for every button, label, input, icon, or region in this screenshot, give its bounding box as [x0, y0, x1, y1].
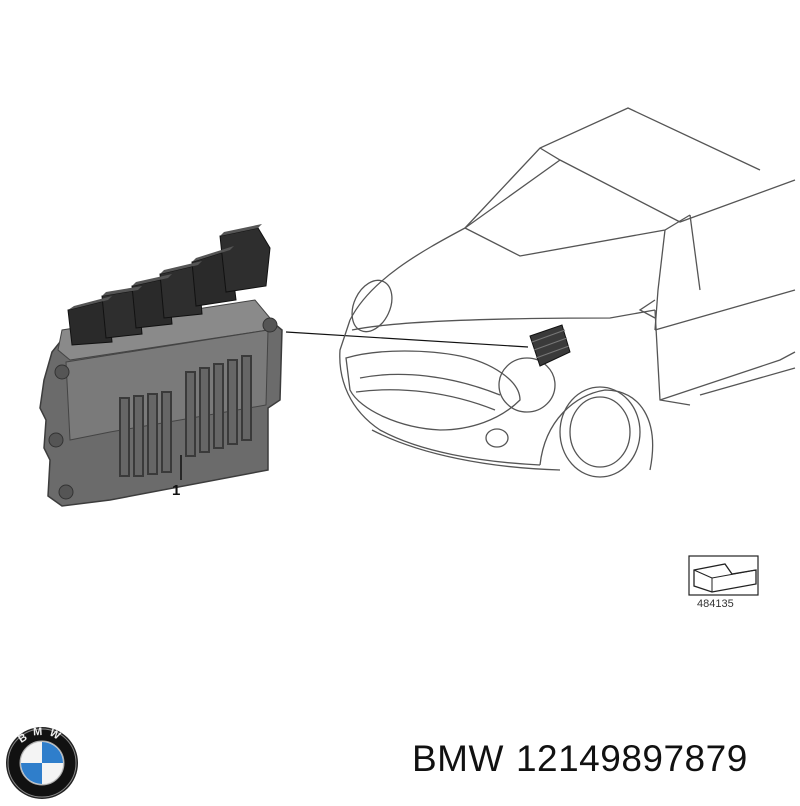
- leader-line: [285, 331, 529, 348]
- part-number-label: BMW 12149897879: [412, 738, 748, 780]
- ecu-control-unit[interactable]: [39, 224, 283, 507]
- bmw-logo: BMW: [4, 725, 80, 801]
- part-number: 12149897879: [515, 738, 748, 779]
- ecu-location-marker: [529, 324, 571, 367]
- callout-number: 1: [172, 482, 181, 499]
- reference-number: 484135: [697, 598, 734, 610]
- part-brand: BMW: [412, 738, 504, 779]
- reference-icon-box: [688, 555, 759, 596]
- car-outline: [339, 107, 796, 478]
